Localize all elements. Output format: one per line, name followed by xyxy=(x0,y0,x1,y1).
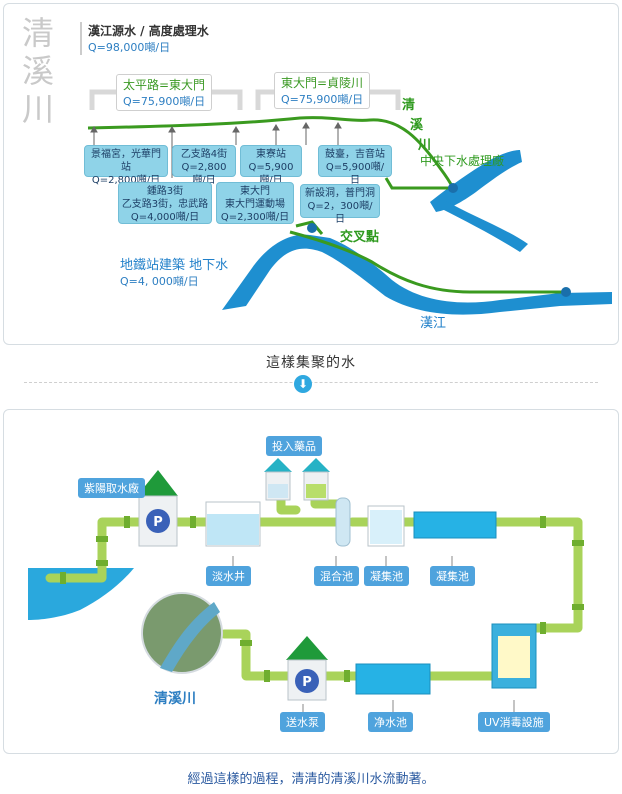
mixing-column xyxy=(335,497,351,547)
subway-flow: Q=4, 000噸/日 xyxy=(120,275,199,288)
process-drawing: P P xyxy=(28,458,584,712)
station-flow: Q=2,300噸/日 xyxy=(220,212,290,223)
plant-dot xyxy=(448,183,458,193)
river-branch xyxy=(440,200,528,252)
source-info: 漢江源水 / 高度處理水 Q=98,000噸/日 xyxy=(80,22,209,55)
cheonggye-label-2: 溪 xyxy=(410,118,424,133)
station-box-1: 景福宮，光華門站 Q=2,800噸/日 xyxy=(84,145,168,186)
bracket-label-1: 太平路=東大門 Q=75,900噸/日 xyxy=(116,74,213,111)
intake-roof xyxy=(137,470,178,496)
station-name: 鼓臺，吉音站 xyxy=(325,149,385,160)
cheonggye-river xyxy=(430,150,522,212)
vertical-title-char-2: 溪 xyxy=(21,52,54,90)
clear-tank xyxy=(355,663,431,695)
station-name: 乙支路4街 xyxy=(180,149,228,160)
han-river xyxy=(222,234,612,315)
han-river-label: 漢江 xyxy=(420,316,447,331)
station-name: 新設洞，普門洞 xyxy=(305,188,375,199)
section-title: 這樣集聚的水 xyxy=(266,355,356,371)
tag-coag1: 凝集池 xyxy=(364,566,409,586)
station-name-line-1: 東大門 xyxy=(240,186,270,197)
send-pump xyxy=(295,669,319,693)
lower-pipeline xyxy=(289,230,566,294)
station-flow: Q=5,900噸/日 xyxy=(325,162,385,186)
source-flow: Q=98,000噸/日 xyxy=(88,41,171,54)
intake-pump xyxy=(146,509,170,533)
station-box-7: 新設洞，普門洞 Q=2，300噸/日 xyxy=(300,184,380,225)
coag2-tank xyxy=(413,511,497,539)
tag-pump: 送水泵 xyxy=(280,712,325,732)
label-connectors xyxy=(232,556,515,712)
source-title: 漢江源水 / 高度處理水 xyxy=(88,24,209,38)
bracket-label-2: 東大門=貞陵川 Q=75,900噸/日 xyxy=(274,72,371,109)
chem-fill-1 xyxy=(268,484,288,498)
junction-pipeline xyxy=(295,220,324,235)
station-box-4: 鼓臺，吉音站 Q=5,900噸/日 xyxy=(318,145,392,186)
tag-coag2: 凝集池 xyxy=(430,566,475,586)
chem-roof-1 xyxy=(264,458,292,472)
intake-pump-symbol: P xyxy=(153,515,163,530)
junction-dot xyxy=(307,223,317,233)
station-name-line-2: 東大門運動場 xyxy=(225,199,285,210)
vertical-title-char-3: 川 xyxy=(21,90,54,128)
bracket-flow-2: Q=75,900噸/日 xyxy=(281,93,364,106)
bracket-route-1: 太平路=東大門 xyxy=(123,78,206,92)
tag-clear: 净水池 xyxy=(368,712,413,732)
tag-mixing: 混合池 xyxy=(314,566,359,586)
plant-label: 中央下水處理廠 xyxy=(420,154,505,168)
tag-uv: UV消毒設施 xyxy=(478,712,550,732)
junction-label: 交叉點 xyxy=(340,230,380,245)
stream-photo xyxy=(141,592,223,674)
station-name: 東寮站 xyxy=(256,149,286,160)
station-name-line-2: 乙支路3街，忠武路 xyxy=(121,199,209,210)
down-arrow-icon: ⬇ xyxy=(294,375,312,393)
intake-house xyxy=(138,495,178,547)
subway-label: 地鐵站建築 地下水 Q=4, 000噸/日 xyxy=(120,254,228,289)
station-box-6: 東大門 東大門運動場 Q=2,300噸/日 xyxy=(216,182,294,224)
bracket-route-2: 東大門=貞陵川 xyxy=(281,76,364,90)
coag1-water xyxy=(370,510,402,544)
station-name: 景福宮，光華門站 xyxy=(91,149,161,173)
tag-fresh-well: 淡水井 xyxy=(206,566,251,586)
chem-fill-2 xyxy=(306,484,326,498)
bracket-flow-1: Q=75,900噸/日 xyxy=(123,95,206,108)
station-box-3: 東寮站 Q=5,900噸/日 xyxy=(240,145,302,186)
pump-roof xyxy=(286,636,328,660)
station-flow: Q=5,900噸/日 xyxy=(248,162,294,186)
station-box-2: 乙支路4街 Q=2,800噸/日 xyxy=(172,145,236,186)
branch-pipeline xyxy=(384,177,453,190)
uv-window xyxy=(498,636,530,678)
cheonggye-label-3: 川 xyxy=(418,138,432,153)
station-flow: Q=2,800噸/日 xyxy=(181,162,227,186)
fresh-well-water xyxy=(207,514,259,545)
tag-intake: 紫陽取水廠 xyxy=(78,478,145,498)
pipe-joints xyxy=(60,516,584,682)
stream-photo-water xyxy=(160,602,220,672)
tag-chemical: 投入藥品 xyxy=(266,436,322,456)
subway-title: 地鐵站建築 地下水 xyxy=(120,258,229,273)
main-pipeline xyxy=(87,116,455,189)
stream-label: 清溪川 xyxy=(154,691,196,707)
footer-caption: 經過這樣的過程，清清的清溪川水流動著。 xyxy=(187,772,435,787)
outfall-dot xyxy=(561,287,571,297)
cheonggye-label-1: 清 xyxy=(402,98,416,113)
station-flow: Q=2，300噸/日 xyxy=(307,201,373,225)
send-pump-symbol: P xyxy=(302,675,312,690)
station-box-5: 鍾路3街 乙支路3街，忠武路 Q=4,000噸/日 xyxy=(118,182,212,224)
chem-roof-2 xyxy=(302,458,330,472)
station-name-line-1: 鍾路3街 xyxy=(146,186,184,197)
vertical-title: 清 溪 川 xyxy=(18,14,58,128)
station-flow: Q=2,800噸/日 xyxy=(91,175,161,186)
vertical-title-char-1: 清 xyxy=(21,14,54,52)
station-flow: Q=4,000噸/日 xyxy=(130,212,200,223)
